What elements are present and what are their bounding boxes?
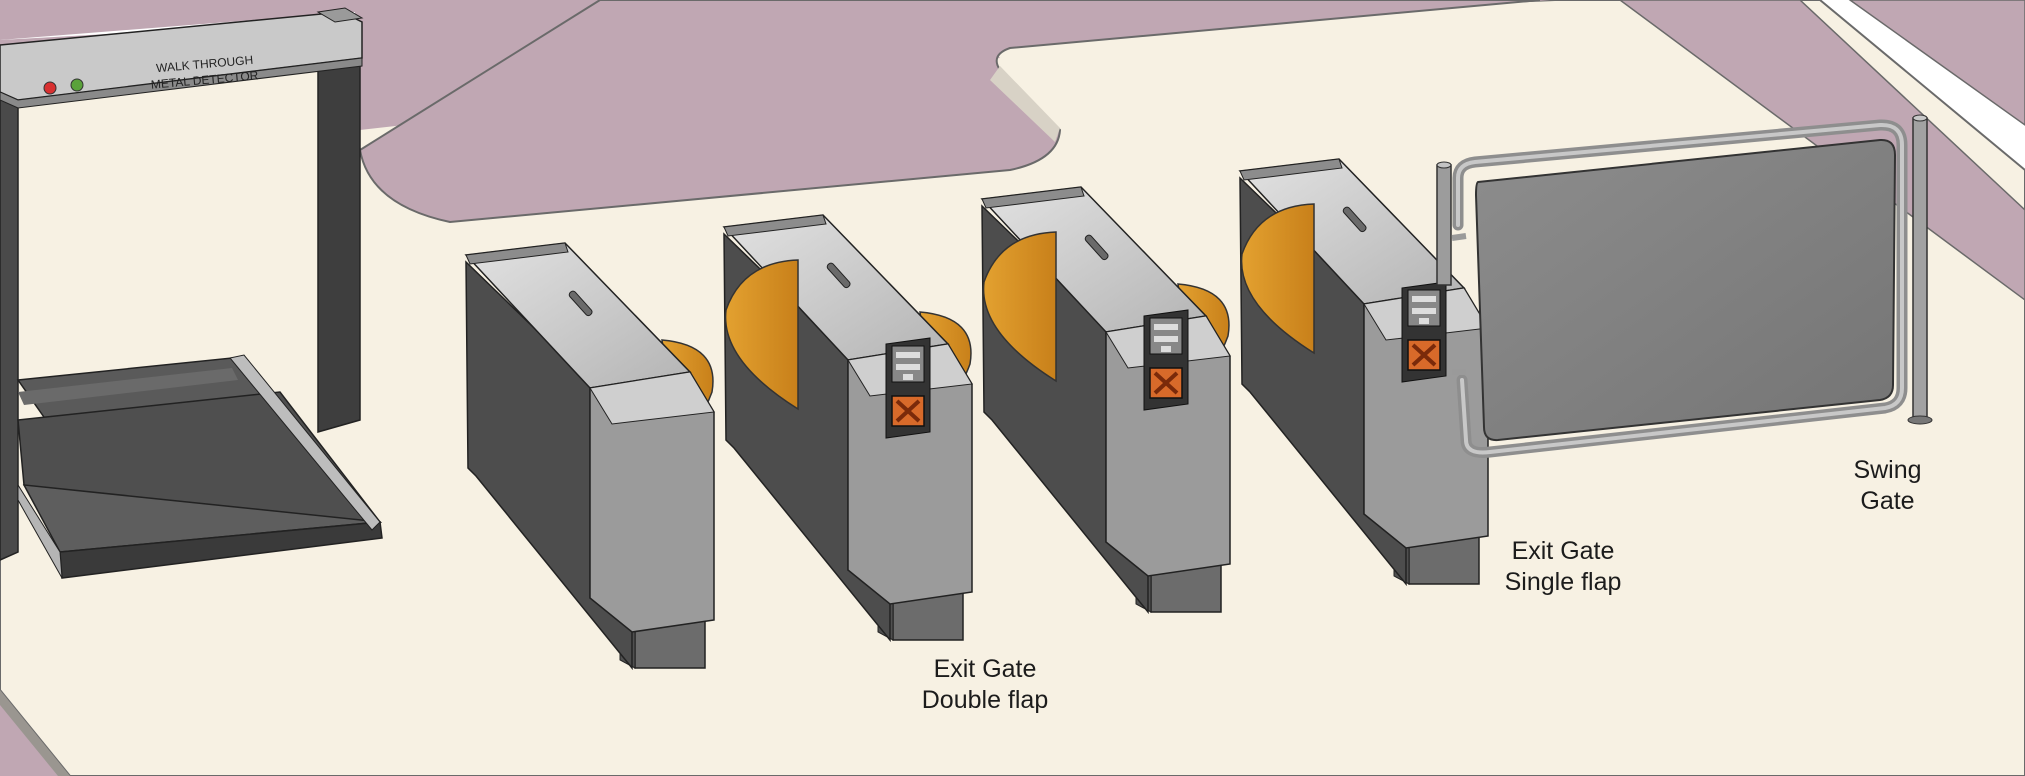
floor-edge (0, 690, 70, 776)
exit-gate-single-flap-label: Exit Gate Single flap (1478, 536, 1648, 598)
exit-single-line1: Exit Gate (1511, 537, 1615, 565)
carpet-notch (358, 0, 1541, 224)
carpet-right-top (1848, 0, 2025, 126)
card-slot-icon (1342, 206, 1367, 233)
card-slot-icon (568, 290, 593, 317)
swing-gate-panel (1474, 138, 1897, 442)
notch-edge (990, 66, 1060, 142)
carpet-bottom-left (0, 720, 48, 776)
exit-gate-unit-3 (980, 186, 1231, 615)
green-indicator-light-icon (70, 78, 84, 92)
swing-gate-post-left (1436, 164, 1452, 286)
entry-gate-unit-1 (464, 242, 715, 671)
swing-gate-label: Swing Gate (1820, 455, 1955, 517)
walk-through-metal-detector: WALK THROUGH METAL DETECTOR (0, 7, 383, 579)
exit-double-line2: Double flap (921, 686, 1049, 714)
swing-line1: Swing (1853, 456, 1922, 484)
exit-gate-double-flap-label: Exit Gate Double flap (900, 654, 1070, 716)
card-slot-icon (826, 262, 851, 289)
exit-gate-unit-4 (1238, 158, 1489, 587)
exit-single-line2: Single flap (1504, 568, 1622, 596)
red-indicator-light-icon (43, 81, 57, 95)
swing-gate-post-right (1912, 117, 1928, 419)
swing-line2: Gate (1860, 487, 1915, 515)
flap-left (982, 231, 1057, 383)
swing-gate (1436, 114, 1933, 458)
exit-gate-unit-2 (722, 214, 973, 643)
exit-double-line1: Exit Gate (933, 655, 1037, 683)
gate-units (464, 158, 1489, 671)
flap-left (1240, 203, 1315, 355)
flap-left (724, 259, 799, 411)
card-slot-icon (1084, 234, 1109, 261)
